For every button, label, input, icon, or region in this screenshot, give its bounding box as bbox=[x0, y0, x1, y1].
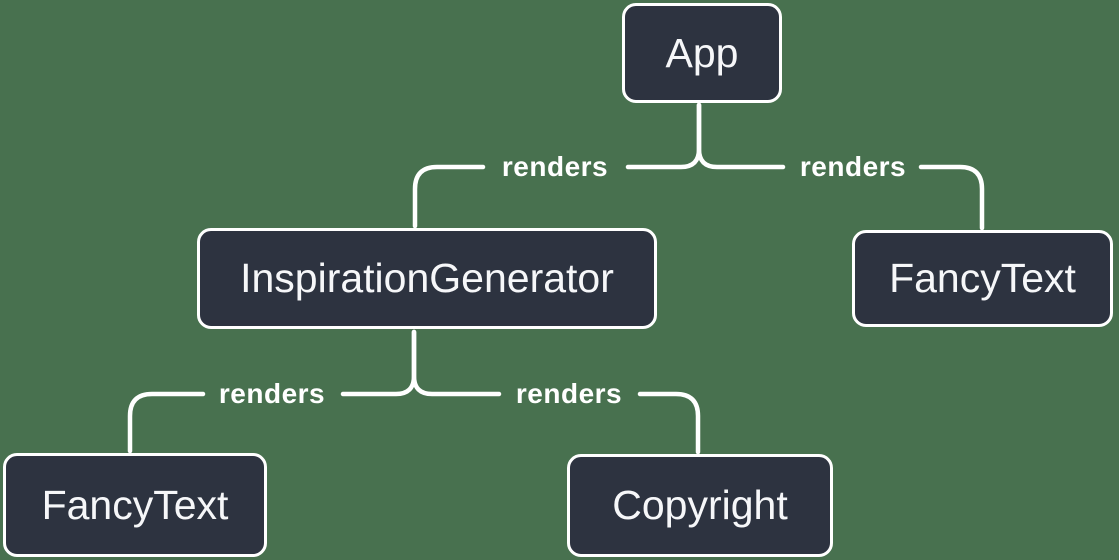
node-fancy-text-top: FancyText bbox=[852, 230, 1113, 327]
edge-app-to-fancytext-segment-2 bbox=[918, 164, 985, 231]
edge-inspirationgenerator-to-copyright-segment-2 bbox=[637, 391, 701, 455]
edge-inspirationgenerator-to-copyright-segment-1 bbox=[411, 329, 502, 397]
edge-inspirationgenerator-to-fancytext-segment-2 bbox=[127, 391, 206, 454]
node-fancy-text-bottom: FancyText bbox=[3, 453, 267, 557]
edge-app-to-inspirationgenerator-segment-2 bbox=[412, 164, 486, 229]
edge-label-inspirationgenerator-fancytext: renders bbox=[218, 378, 326, 409]
node-fancy-text-top-label: FancyText bbox=[889, 255, 1076, 301]
node-copyright-label: Copyright bbox=[612, 482, 788, 528]
node-app-label: App bbox=[665, 29, 739, 76]
node-fancy-text-bottom-label: FancyText bbox=[41, 481, 229, 528]
node-app: App bbox=[622, 3, 782, 103]
edge-label-app-fancytext: renders bbox=[799, 151, 907, 182]
edge-label-inspirationgenerator-copyright: renders bbox=[515, 378, 623, 409]
node-inspiration-generator: InspirationGenerator bbox=[197, 228, 657, 329]
edge-app-to-inspirationgenerator-segment-1 bbox=[625, 102, 702, 170]
edge-inspirationgenerator-to-fancytext-segment-1 bbox=[340, 329, 417, 397]
node-inspiration-generator-label: InspirationGenerator bbox=[240, 255, 614, 301]
node-copyright: Copyright bbox=[567, 454, 833, 557]
edge-app-to-fancytext-segment-1 bbox=[696, 102, 786, 170]
edge-label-app-inspirationgenerator: renders bbox=[501, 151, 609, 182]
